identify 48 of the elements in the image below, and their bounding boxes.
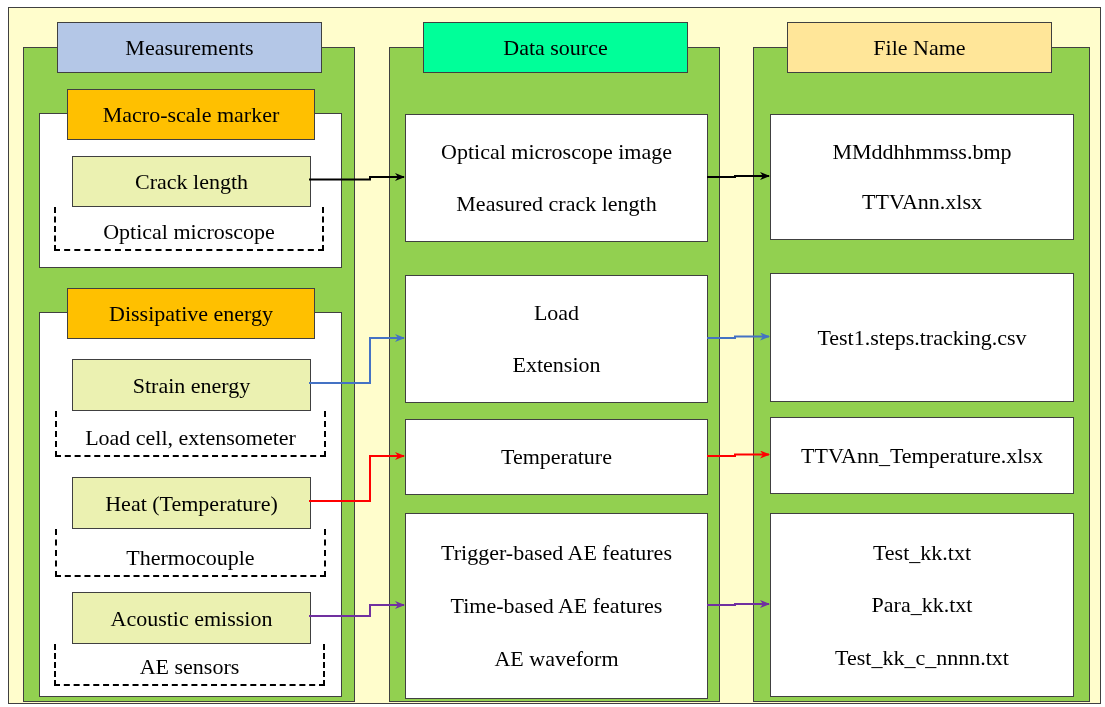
data-text: Temperature	[501, 443, 612, 471]
column-heading: Data source	[423, 22, 688, 73]
sensor-label: AE sensors	[139, 653, 240, 681]
arrow	[706, 332, 770, 341]
data-text: Extension	[512, 350, 601, 379]
dashed-frame	[55, 529, 326, 577]
data-text: TTVAnn_Temperature.xlsx	[801, 441, 1043, 470]
data-text: MMddhhmmss.bmp	[832, 137, 1012, 166]
arrow	[706, 600, 770, 608]
data-text: Test_kk.txt	[872, 538, 972, 567]
sensor-label: Optical microscope	[103, 218, 275, 246]
data-text: Load	[533, 299, 580, 328]
data-text: Trigger-based AE features	[441, 539, 672, 567]
arrow	[308, 173, 405, 181]
measurement-box: Heat (Temperature)	[72, 477, 311, 529]
data-box	[405, 114, 708, 242]
data-text: Test_kk_c_nnnn.txt	[835, 643, 1009, 672]
arrow	[706, 172, 770, 180]
group-heading: Macro-scale marker	[67, 89, 315, 140]
data-text: AE waveform	[494, 645, 619, 673]
data-text: TTVAnn.xlsx	[862, 188, 982, 217]
sensor-label: Load cell, extensometer	[85, 424, 296, 452]
data-box	[770, 114, 1074, 240]
dashed-frame	[55, 411, 326, 457]
measurement-box: Acoustic emission	[72, 592, 311, 644]
dashed-frame	[54, 207, 324, 251]
data-text: Measured crack length	[456, 189, 657, 218]
data-text: Time-based AE features	[450, 592, 663, 620]
measurement-box: Strain energy	[72, 359, 311, 411]
column-heading: File Name	[787, 22, 1052, 73]
measurement-box: Crack length	[72, 156, 311, 207]
data-box	[405, 513, 708, 699]
arrow	[706, 450, 770, 459]
data-box	[405, 275, 708, 403]
group-heading: Dissipative energy	[67, 288, 315, 339]
data-text: Test1.steps.tracking.csv	[817, 323, 1027, 352]
column-heading: Measurements	[57, 22, 322, 73]
data-text: Para_kk.txt	[871, 591, 973, 619]
arrow	[308, 452, 405, 502]
arrow	[308, 334, 405, 384]
data-box	[770, 417, 1074, 494]
arrow	[308, 601, 405, 617]
data-box	[405, 419, 708, 495]
data-box	[770, 273, 1074, 402]
dashed-frame	[54, 644, 325, 686]
sensor-label: Thermocouple	[126, 544, 255, 572]
data-text: Optical microscope image	[441, 138, 672, 167]
data-box	[770, 513, 1074, 697]
